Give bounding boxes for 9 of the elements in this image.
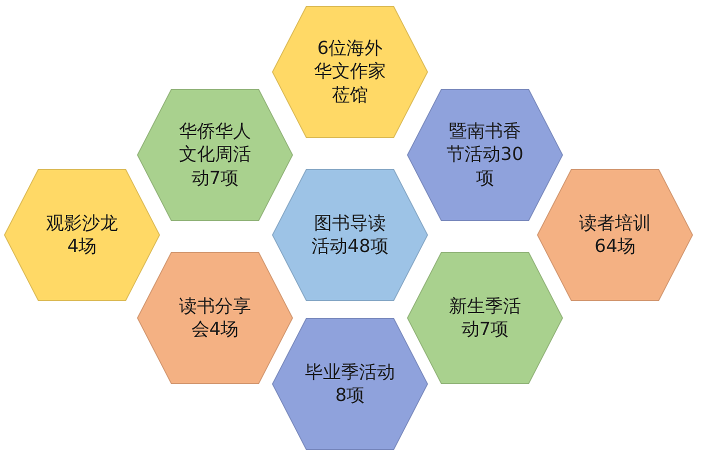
hexagon-label: 读者培训64场 (578, 212, 652, 258)
hexagon-label: 毕业季活动8项 (304, 360, 396, 408)
hexagon-label: 暨南书香节活动30项 (446, 120, 524, 190)
hexagon-label: 6位海外华文作家莅馆 (313, 36, 387, 108)
hexagon-label: 新生季活动7项 (448, 294, 522, 342)
hexagon-label: 观影沙龙4场 (45, 212, 119, 258)
hexagon-label: 图书导读活动48项 (310, 212, 390, 258)
hexagon-label: 读书分享会4场 (178, 294, 252, 342)
hexagon-label: 华侨华人文化周活动7项 (178, 120, 252, 190)
